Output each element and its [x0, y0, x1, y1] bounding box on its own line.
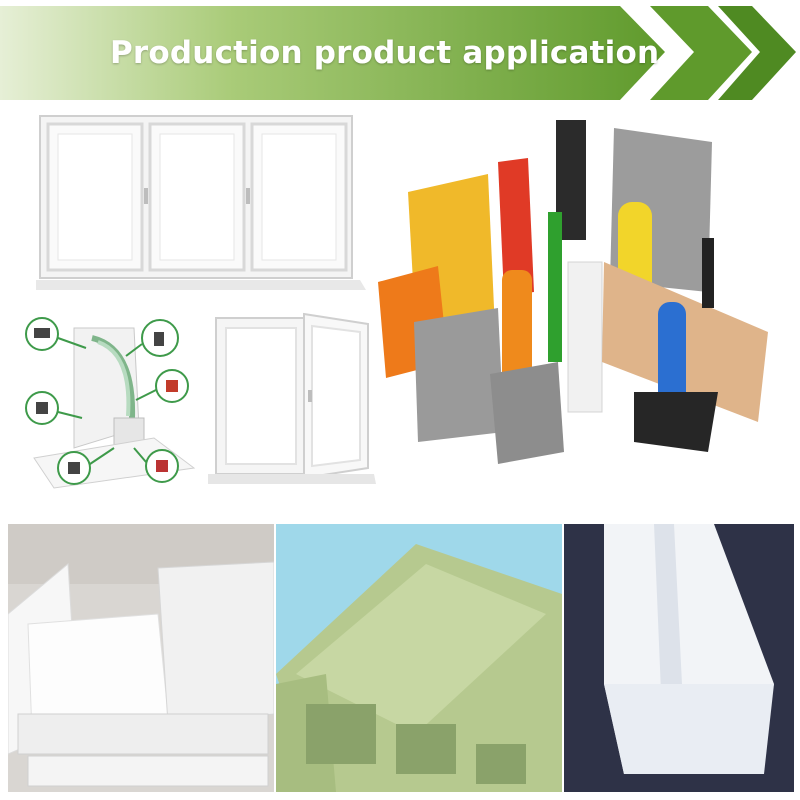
header-banner: Production product application	[0, 0, 800, 110]
chevron-right-icon	[718, 6, 796, 100]
white-profile-photo	[8, 524, 274, 792]
chevron-right-icon	[650, 6, 752, 100]
open-casement-window-image	[208, 310, 376, 486]
colored-extrusion-profiles-image	[378, 112, 788, 490]
banner-title: Production product application	[110, 35, 660, 71]
banner-main-arrow	[0, 6, 665, 100]
green-profile-photo	[276, 524, 562, 792]
banner-arrows	[0, 6, 796, 100]
translucent-profile-photo	[564, 524, 794, 792]
pvc-triple-window-image	[36, 112, 366, 298]
window-profile-seals-image	[14, 308, 204, 498]
